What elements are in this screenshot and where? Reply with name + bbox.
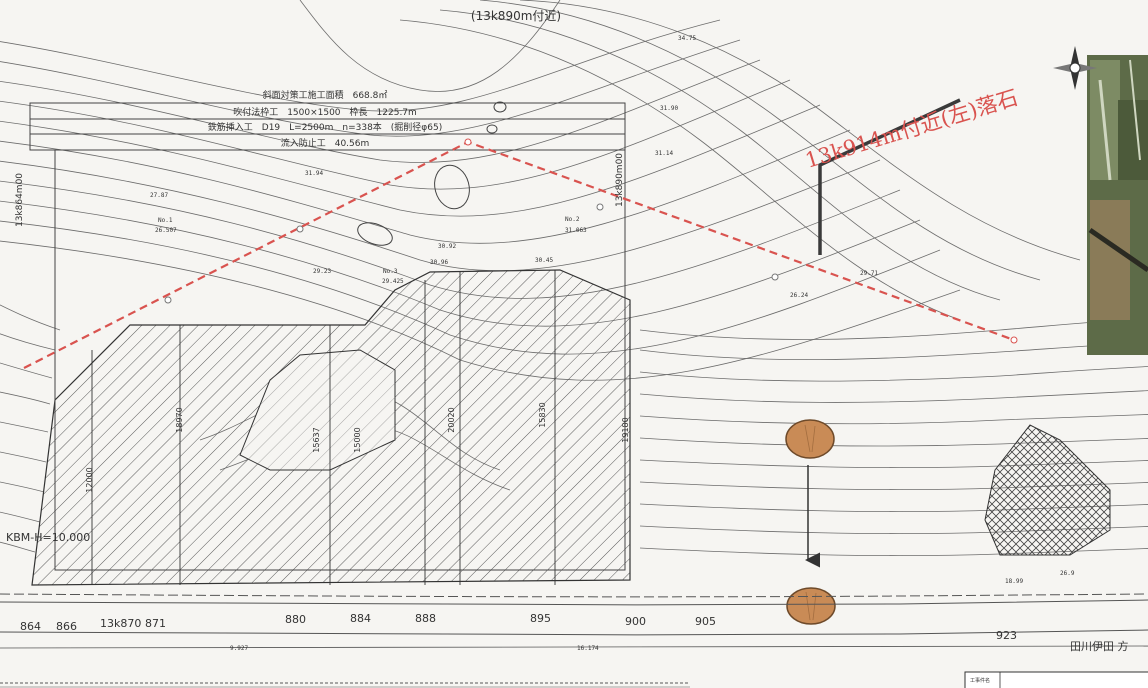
direction-label: 田川伊田 方: [1070, 639, 1129, 653]
elevation-label: 31.90: [660, 105, 678, 112]
dimension-label: 19180: [621, 417, 630, 442]
rockfall-markers: [785, 419, 836, 625]
chainage-labels: 864 866 13k870 871 880 884 888 895 900 9…: [20, 612, 1129, 653]
chainage-label: 866: [56, 620, 77, 633]
survey-marker: No.1: [158, 217, 173, 224]
info-line-inflow: 流入防止工 40.56m: [281, 137, 370, 149]
boulders-outline: [357, 101, 507, 246]
survey-marker: No.3: [383, 268, 398, 275]
chainage-label: 13k870: [100, 617, 141, 630]
elevation-label: 18.99: [1005, 578, 1023, 585]
info-line-area: 斜面対策工施工面積 668.8㎡: [263, 89, 388, 101]
chainage-label: 864: [20, 620, 41, 633]
chainage-label: 884: [350, 612, 371, 625]
rockfall-annotation-label: 13k914m付近(左)落石: [802, 85, 1020, 173]
elevation-label: 29.71: [860, 270, 878, 277]
chainage-label: 871: [145, 617, 166, 630]
elevation-label: 16.174: [577, 645, 599, 652]
dimension-labels: 12000 18970 15637 15000 20020 15830 1918…: [85, 402, 630, 492]
slope-protection-area: [31, 269, 631, 586]
profile-line: [23, 138, 1018, 369]
north-arrow-icon: [1053, 46, 1097, 90]
elevation-label: 31.14: [655, 150, 673, 157]
chainage-label: 905: [695, 615, 716, 628]
section-label-left: 13k864m00: [15, 173, 25, 227]
chainage-label: 900: [625, 615, 646, 628]
elevation-label: 26.507: [155, 227, 177, 234]
chainage-label: 888: [415, 612, 436, 625]
contour-lines: [0, 0, 1148, 557]
elevation-labels: 34.75 31.90 31.14 29.71 26.24 27.87 26.5…: [150, 35, 1075, 652]
dimension-label: 15000: [353, 427, 362, 452]
info-line-rebar: 鉄筋挿入工 D19 L=2500m n=338本 (掘削径φ65): [208, 121, 442, 133]
dimension-label: 15637: [312, 427, 321, 452]
annotation-leader: [818, 98, 961, 255]
chainage-label: 895: [530, 612, 551, 625]
info-line-frame: 吹付法枠工 1500×1500 枠長 1225.7m: [233, 106, 417, 118]
section-label-right: 13k890m00: [615, 153, 625, 207]
elevation-label: 27.87: [150, 192, 168, 199]
title-block-label: 工事件名: [970, 677, 990, 684]
rock-origin-marker: [785, 419, 835, 459]
elevation-label: 9.927: [230, 645, 248, 652]
elevation-label: 31.94: [305, 170, 323, 177]
elevation-label: 26.9: [1060, 570, 1075, 577]
info-box-frame: [29, 102, 626, 571]
elevation-label: 30.96: [430, 259, 448, 266]
dimension-label: 15830: [538, 402, 547, 427]
dimension-label: 12000: [85, 467, 94, 492]
photo-inset: [1087, 55, 1148, 355]
dimension-label: 20020: [447, 407, 456, 432]
header-location-label: (13k890m付近): [471, 9, 561, 23]
dimension-label: 18970: [175, 407, 184, 432]
elevation-label: 34.75: [678, 35, 696, 42]
elevation-label: 30.45: [535, 257, 553, 264]
survey-marker: No.2: [565, 216, 580, 223]
elevation-label: 26.24: [790, 292, 808, 299]
elevation-label: 30.92: [438, 243, 456, 250]
chainage-label: 923: [996, 629, 1017, 642]
benchmark-label: KBM-H=10.000: [6, 531, 90, 544]
rail-lines: [0, 593, 1148, 688]
title-block: 工事件名: [964, 671, 1148, 688]
elevation-label: 31.063: [565, 227, 587, 234]
elevation-label: 29.23: [313, 268, 331, 275]
rock-final-marker: [786, 587, 836, 625]
chainage-label: 880: [285, 613, 306, 626]
elevation-label: 29.425: [382, 278, 404, 285]
net-protection-area: [984, 424, 1111, 556]
survey-markers: No.1 No.2 No.3: [158, 216, 580, 275]
